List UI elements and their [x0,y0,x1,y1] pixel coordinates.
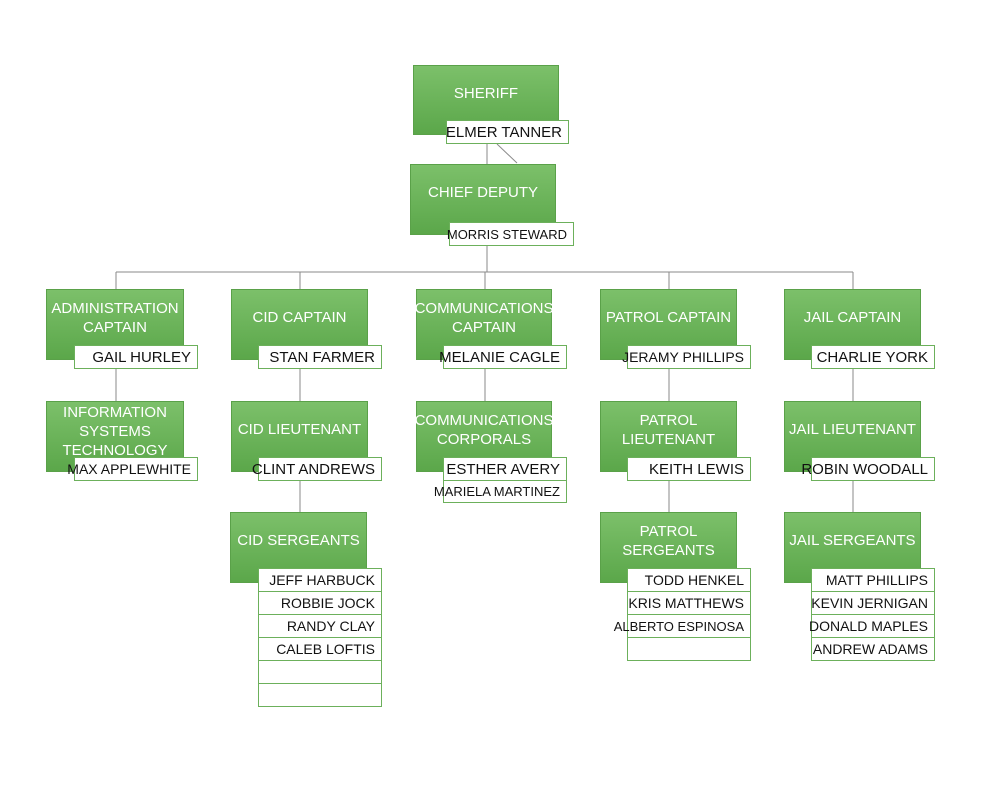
chief-deputy-name: MORRIS STEWARD [446,226,567,242]
list-item: ROBBIE JOCK [258,591,382,615]
cid-captain-title: CID CAPTAIN [252,309,347,326]
list-item: KEVIN JERNIGAN [811,591,935,615]
list-item: MARIELA MARTINEZ [434,480,567,503]
patrol-sgts-title-line2: SERGEANTS [622,541,715,559]
cid-lieutenant-name-box: CLINT ANDREWS [252,457,382,481]
list-item [258,683,382,707]
list-item: ESTHER AVERY [443,457,567,481]
patrol-lt-title-line1: PATROL [639,411,698,429]
sheriff-name: ELMER TANNER [445,123,562,141]
list-item: DONALD MAPLES [809,614,935,638]
communications-captain-name-box: MELANIE CAGLE [439,345,567,369]
patrol-lieutenant-name: KEITH LEWIS [648,460,744,478]
cid-lieutenant-name: CLINT ANDREWS [251,460,375,478]
cid-captain-name: STAN FARMER [269,348,375,366]
list-item: RANDY CLAY [258,614,382,638]
ist-title-line1: INFORMATION [63,404,167,421]
patrol-captain-name-box: JERAMY PHILLIPS [622,345,751,369]
cid-captain-name-box: STAN FARMER [258,345,382,369]
jail-sergeants-title: JAIL SERGEANTS [789,532,916,549]
jail-captain-name-box: CHARLIE YORK [811,345,935,369]
sheriff-name-box: ELMER TANNER [446,120,569,144]
chief-deputy-name-box: MORRIS STEWARD [446,222,574,246]
communications-title-line1: COMMUNICATIONS [414,299,554,317]
ist-title-line3: TECHNOLOGY [62,442,168,459]
administration-title-line2: CAPTAIN [83,318,147,336]
jail-captain-title: JAIL CAPTAIN [803,309,902,326]
communications-corporals-list: ESTHER AVERY MARIELA MARTINEZ [434,457,567,503]
corporals-title-line2: CORPORALS [436,430,532,448]
cid-sergeants-title: CID SERGEANTS [237,532,360,549]
administration-title-line1: ADMINISTRATION [51,299,179,317]
patrol-sergeants-list: TODD HENKEL KRIS MATTHEWS ALBERTO ESPINO… [614,568,751,661]
list-item [258,660,382,684]
jail-sergeants-list: MATT PHILLIPS KEVIN JERNIGAN DONALD MAPL… [809,568,935,661]
list-item: TODD HENKEL [627,568,751,592]
list-item: JEFF HARBUCK [258,568,382,592]
list-item: ANDREW ADAMS [811,637,935,661]
ist-title-line2: SYSTEMS [79,423,151,440]
jail-lieutenant-name: ROBIN WOODALL [801,460,928,478]
list-item: MATT PHILLIPS [811,568,935,592]
administration-captain-name-box: GAIL HURLEY [74,345,198,369]
list-item [627,637,751,661]
patrol-lt-title-line2: LIEUTENANT [621,430,716,448]
list-item: KRIS MATTHEWS [627,591,751,615]
sheriff-title: SHERIFF [453,84,519,102]
jail-captain-name: CHARLIE YORK [816,348,928,366]
jail-lieutenant-name-box: ROBIN WOODALL [801,457,935,481]
patrol-captain-title: PATROL CAPTAIN [605,309,732,326]
cid-sergeants-list: JEFF HARBUCK ROBBIE JOCK RANDY CLAY CALE… [258,568,382,707]
administration-captain-name: GAIL HURLEY [92,348,191,366]
communications-title-line2: CAPTAIN [452,318,516,336]
cid-lieutenant-title: CID LIEUTENANT [237,421,362,438]
patrol-sgts-title-line1: PATROL [639,522,698,540]
patrol-captain-name: JERAMY PHILLIPS [622,349,744,365]
ist-name: MAX APPLEWHITE [67,461,191,477]
list-item: CALEB LOFTIS [258,637,382,661]
ist-name-box: MAX APPLEWHITE [67,457,198,481]
patrol-lieutenant-name-box: KEITH LEWIS [627,457,751,481]
chief-deputy-title: CHIEF DEPUTY [427,184,538,201]
list-item: ALBERTO ESPINOSA [614,614,751,638]
jail-lieutenant-title: JAIL LIEUTENANT [789,421,916,438]
corporals-title-line1: COMMUNICATIONS [414,411,554,429]
communications-captain-name: MELANIE CAGLE [439,348,560,366]
